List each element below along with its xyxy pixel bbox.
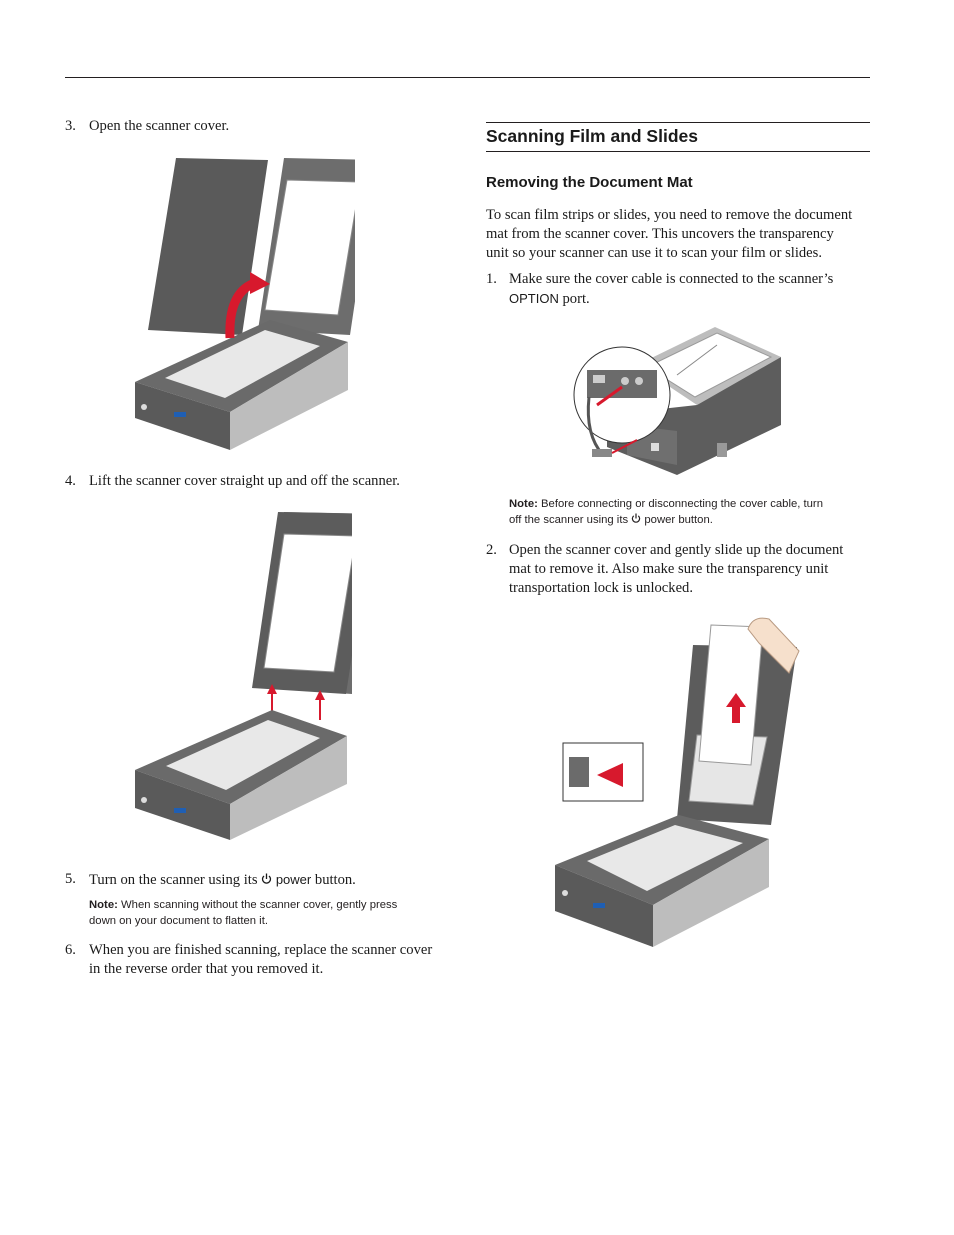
figure-lift-cover [130,508,352,848]
step-4: 4. Lift the scanner cover straight up an… [65,472,465,492]
top-rule [65,77,870,78]
step5-text-after: button. [314,872,356,888]
note-text-line1: When scanning without the scanner cover,… [121,899,398,911]
intro-line1: To scan film strips or slides, you need … [486,207,853,223]
section-header: Scanning Film and Slides [486,122,870,152]
step-5: 5. Turn on the scanner using its power b… [65,870,465,890]
step-number: 3. [65,118,76,134]
step-text: Lift the scanner cover straight up and o… [89,473,400,489]
intro-line2: mat from the scanner cover. This uncover… [486,226,834,242]
figure-remove-mat [553,615,803,950]
intro-line3: unit so your scanner can use it to scan … [486,245,822,261]
note2-text-line1: Before connecting or disconnecting the c… [541,498,823,510]
step-2: 2. Open the scanner cover and gently sli… [486,541,876,601]
power-icon [631,513,641,524]
step2-line3: transportation lock is unlocked. [509,580,694,596]
power-word: power [275,872,312,887]
figure-option-port [567,325,783,485]
step6-line1: When you are finished scanning, replace … [89,942,433,958]
step2-line1: Open the scanner cover and gently slide … [509,542,844,558]
note2-text-before: off the scanner using its [509,514,629,526]
note-label: Note: [89,899,118,911]
step-number: 2. [486,542,497,558]
option-port-label: OPTION [509,291,559,306]
step5-text-before: Turn on the scanner using its [89,872,258,888]
step1-line2-after: port. [562,291,590,307]
step-1: 1. Make sure the cover cable is connecte… [486,270,876,310]
step-number: 4. [65,473,76,489]
step-3: 3. Open the scanner cover. [65,117,465,137]
power-icon [261,873,272,885]
step-text: Open the scanner cover. [89,118,230,134]
intro-paragraph: To scan film strips or slides, you need … [486,206,876,263]
note-label: Note: [509,498,538,510]
step-number: 1. [486,271,497,287]
note-cover-cable: Note: Before connecting or disconnecting… [509,496,874,528]
step2-line2: mat to remove it. Also make sure the tra… [509,561,829,577]
step-number: 5. [65,871,76,887]
power-word: power [644,514,676,526]
subsection-title: Removing the Document Mat [486,174,693,191]
note-scan-without-cover: Note: When scanning without the scanner … [89,897,459,929]
note2-text-after: button. [678,514,713,526]
step-text: Turn on the scanner using its power butt… [89,870,356,890]
figure-open-cover [130,150,355,450]
step-6: 6. When you are finished scanning, repla… [65,941,465,981]
section-title: Scanning Film and Slides [486,126,698,146]
step-number: 6. [65,942,76,958]
step6-line2: in the reverse order that you removed it… [89,961,324,977]
note-text-line2: down on your document to flatten it. [89,915,268,927]
step1-line1: Make sure the cover cable is connected t… [509,271,834,287]
